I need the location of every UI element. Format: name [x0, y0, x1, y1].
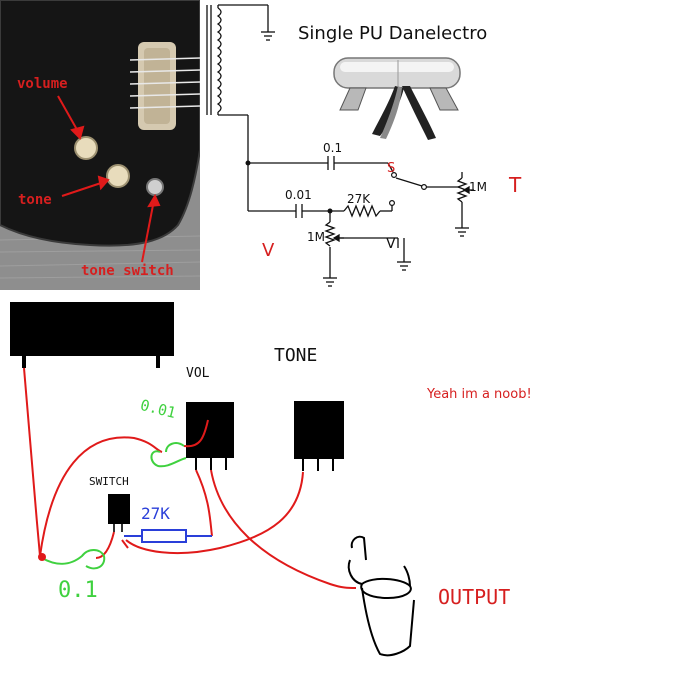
photo-volume-label: volume: [17, 76, 68, 92]
schematic-volume-mark: V: [262, 240, 275, 261]
schematic-cap-0.01: 0.01: [285, 188, 312, 202]
schematic-diagram: [206, 4, 474, 287]
schematic-resistor-27k: 27K: [347, 192, 371, 206]
schematic-tone-pot-1m: 1M: [469, 180, 487, 194]
sketch-volume-label: VOL: [186, 366, 210, 381]
sketch-tone-label: TONE: [274, 345, 318, 366]
noob-note: Yeah im a noob!: [427, 387, 532, 402]
output-jack: [347, 535, 415, 657]
photo-tone-switch-label: tone switch: [81, 263, 174, 279]
tone-switch: [108, 494, 130, 524]
schematic-tone-mark: T: [509, 173, 522, 197]
sketch-switch-label: SWITCH: [89, 475, 129, 488]
photo-tone-label: tone: [18, 192, 52, 208]
diagram-title: Single PU Danelectro: [298, 23, 488, 44]
guitar-photo: [0, 0, 200, 290]
volume-pot: [186, 402, 234, 458]
sketch-resistor-label: 27K: [141, 504, 170, 523]
pickup-image: [333, 57, 461, 140]
schematic-switch-mark: S: [387, 161, 396, 176]
sketch-cap-large-label: 0.1: [58, 578, 98, 603]
schematic-output-mark: V: [386, 236, 396, 252]
schematic-cap-0.1: 0.1: [323, 141, 343, 155]
tone-pot: [294, 401, 344, 459]
sketch-output-label: OUTPUT: [438, 585, 511, 609]
schematic-volume-pot-1m: 1M: [307, 230, 325, 244]
